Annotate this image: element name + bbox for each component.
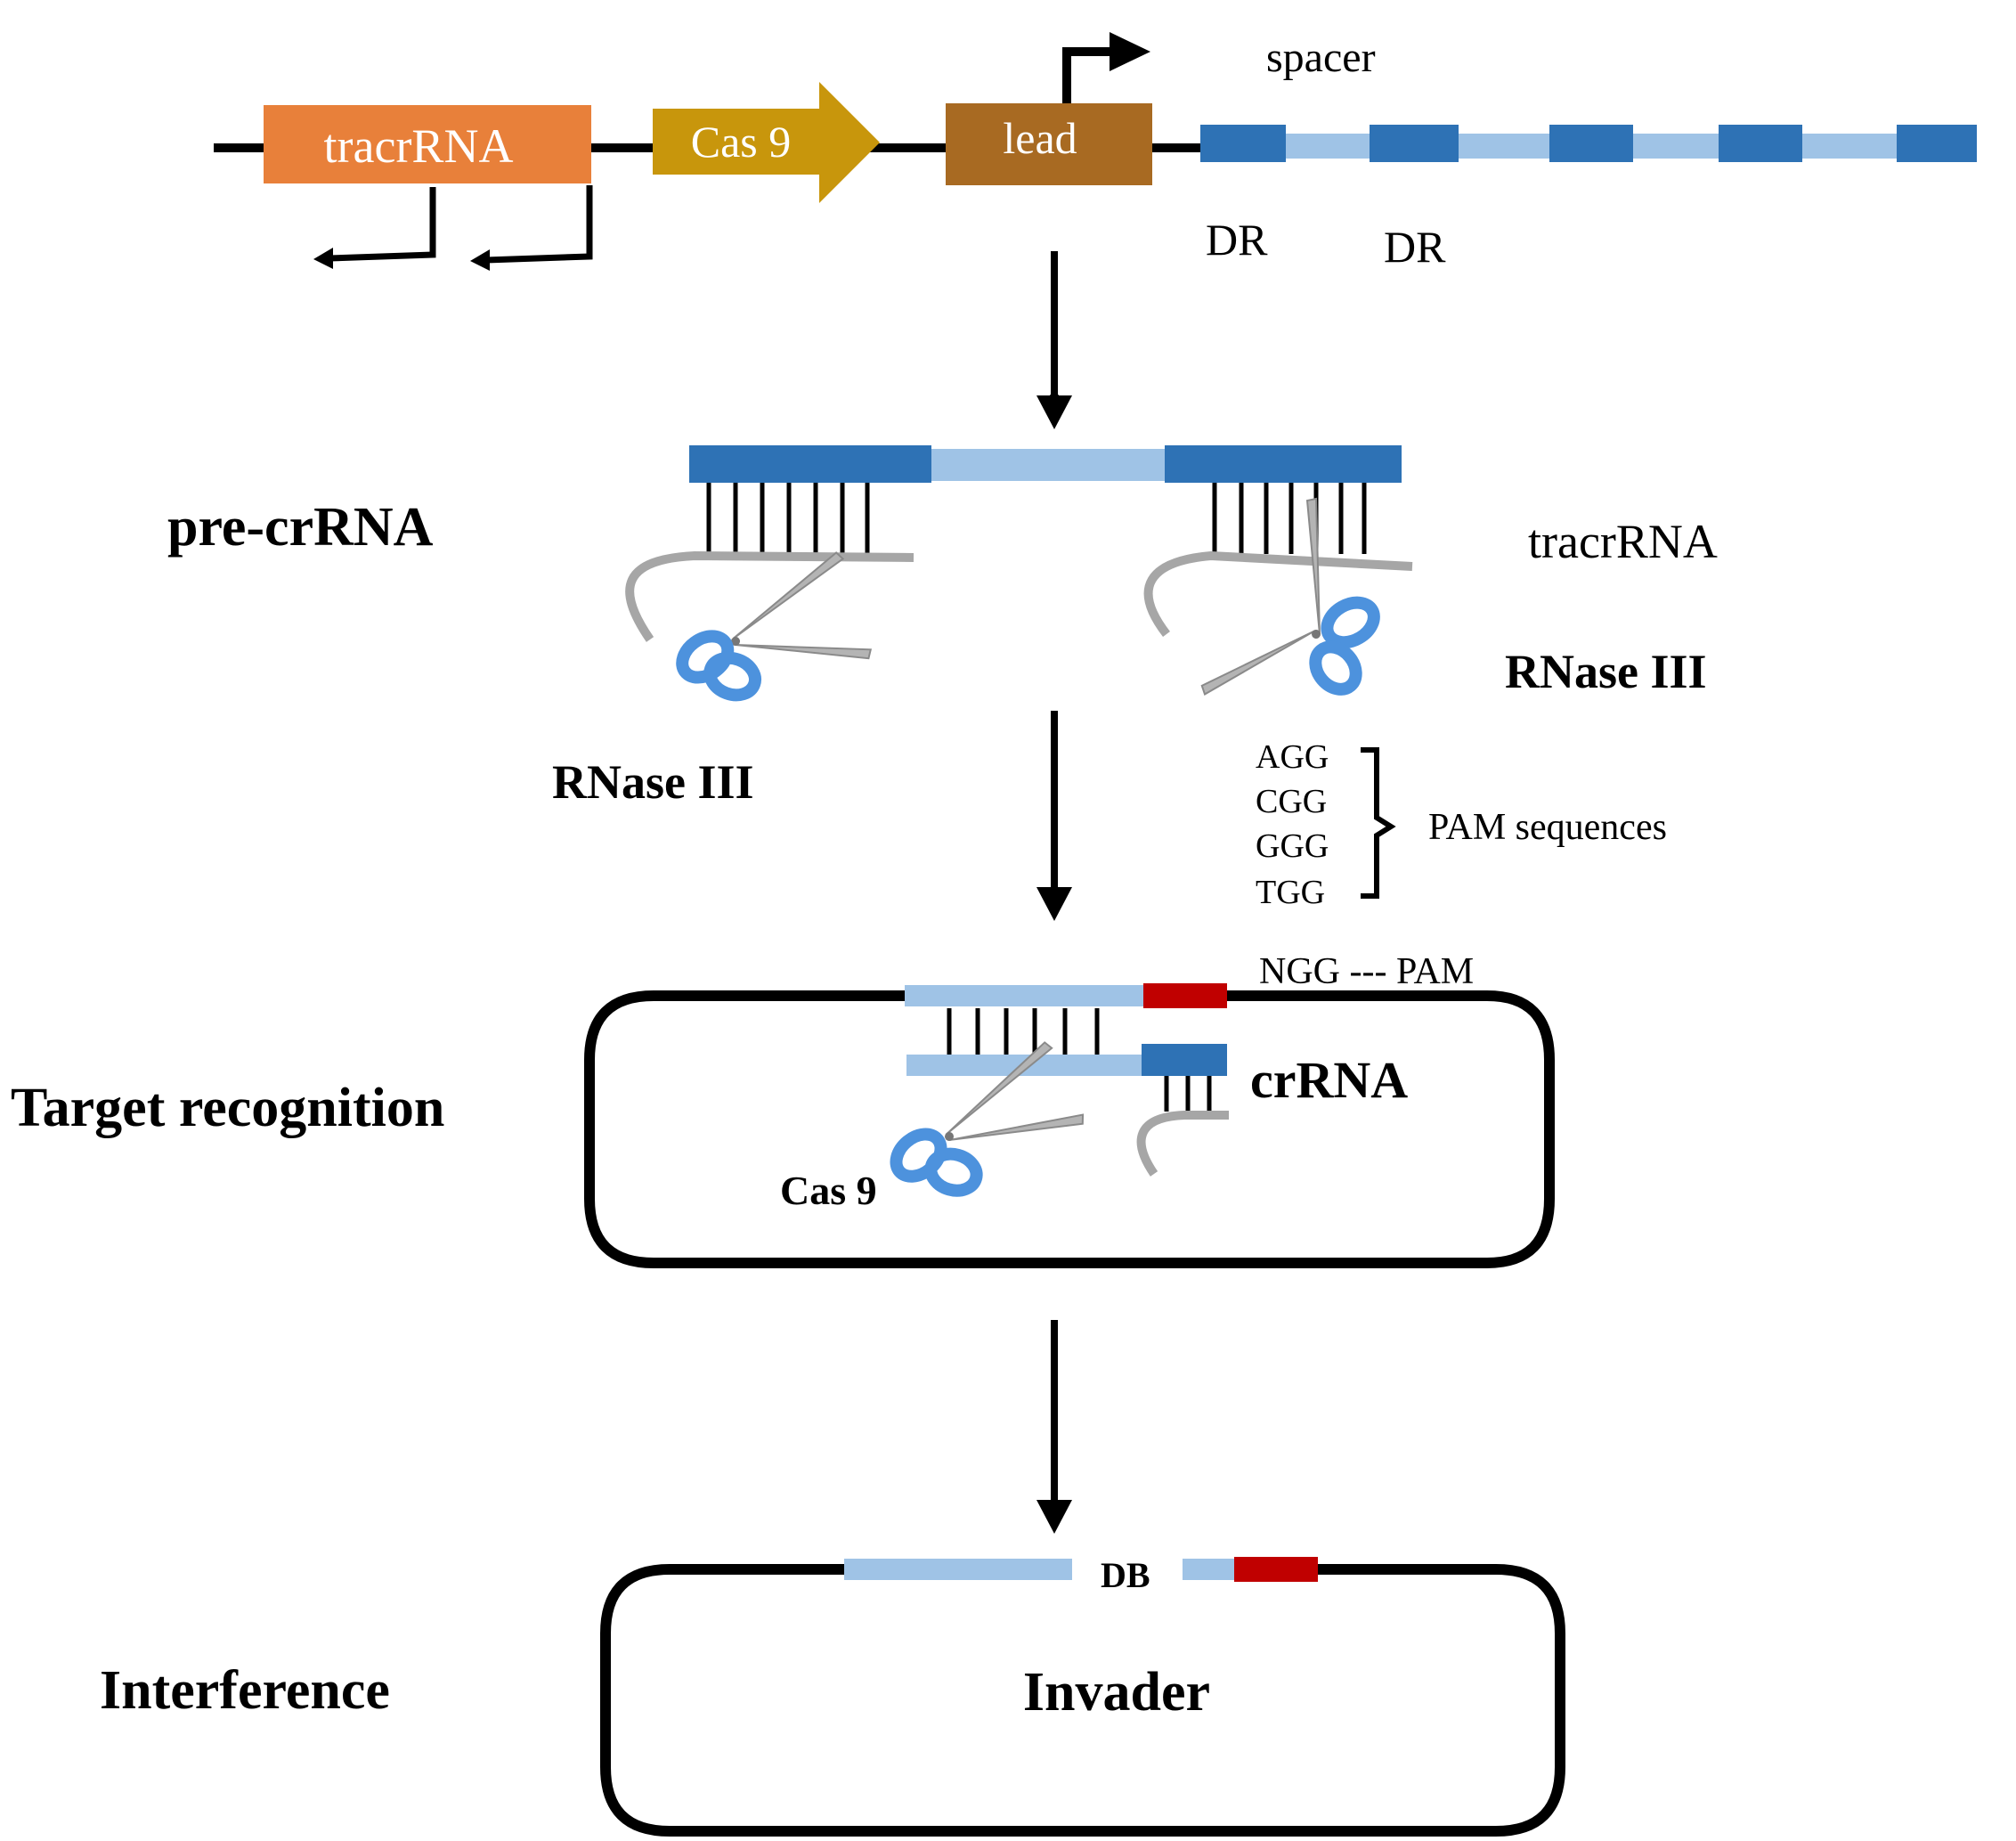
crispr-locus: tracrRNA Cas 9 lead spacer DR DR [214, 32, 1977, 272]
pre-crrna-spacer [931, 449, 1165, 481]
spacer-label: spacer [1266, 34, 1376, 81]
pam-sequences: AGG CGG GGG TGG PAM sequences NGG --- PA… [1256, 738, 1667, 992]
pam-group-label: PAM sequences [1428, 807, 1667, 848]
stage-label-interference: Interference [100, 1660, 390, 1721]
flow-arrows [1036, 251, 1072, 1534]
tracrrna-promoter-arrowhead [313, 248, 333, 269]
direct-repeat-segment [1897, 125, 1977, 162]
tracrrna-gene-box [264, 105, 591, 183]
stage-label-target-recognition: Target recognition [11, 1078, 444, 1138]
pre-crrna-repeat [689, 445, 931, 483]
direct-repeat-segment [1549, 125, 1633, 162]
leader-promoter-arrowhead [1110, 32, 1150, 71]
pam-site [1143, 983, 1227, 1008]
rnase-iii-label: RNase III [1505, 645, 1707, 698]
pam-sequence: AGG [1256, 738, 1329, 776]
spacer-segment [1802, 134, 1897, 159]
rnase-iii-label: RNase III [552, 755, 754, 809]
target-dna-protospacer [905, 985, 1143, 1006]
tracrrna-promoter-arrowhead [470, 249, 490, 271]
spacer-segment [1633, 134, 1719, 159]
cleaved-dna-left [844, 1559, 1072, 1580]
target-recognition-stage: Target recognition crRNA Cas [11, 983, 1555, 1268]
crrna-tracrrna-pairing [1164, 1076, 1212, 1112]
crrna-label: crRNA [1250, 1051, 1408, 1109]
cas9-gene-label: Cas 9 [691, 117, 792, 167]
base-pairing-left [706, 483, 870, 554]
tracrrna-strand [625, 550, 915, 642]
pam-sequence: CGG [1256, 783, 1327, 820]
flow-arrowhead [1036, 1500, 1072, 1534]
pam-sequence: TGG [1256, 874, 1325, 911]
tracrrna-promoter-arrow [485, 185, 593, 264]
target-plasmid-outline [584, 990, 1555, 1268]
crrna-repeat [1142, 1044, 1227, 1076]
ngg-pam-label: NGG --- PAM [1259, 951, 1474, 992]
tracrrna-strand [1136, 1111, 1229, 1177]
tracrrna-gene-label: tracrRNA [324, 119, 514, 173]
target-base-pairing [947, 1008, 1100, 1055]
pre-crrna-repeat [1165, 445, 1402, 483]
direct-repeat-segment [1370, 125, 1459, 162]
dr-label: DR [1384, 222, 1446, 272]
dr-label: DR [1206, 215, 1268, 265]
scissors-icon [1200, 497, 1380, 696]
cas9-gene-arrow [653, 82, 880, 203]
spacer-segment [1286, 134, 1370, 159]
scissors-icon [890, 1041, 1085, 1197]
pam-sequence: GGG [1256, 827, 1329, 865]
cleaved-dna-right [1183, 1559, 1234, 1580]
pre-crrna-stage: pre-crRNA [167, 445, 1718, 809]
scissors-icon [676, 551, 873, 702]
leader-promoter-arrow [1062, 47, 1113, 103]
invader-plasmid-outline [600, 1564, 1565, 1837]
direct-repeat-segment [1719, 125, 1802, 162]
leader-box [946, 103, 1152, 185]
leader-label: lead [1003, 113, 1077, 163]
pam-brace [1361, 747, 1396, 899]
pam-site [1234, 1557, 1318, 1582]
stage-label-pre-crrna: pre-crRNA [167, 497, 434, 558]
flow-arrowhead [1036, 887, 1072, 921]
cas9-protein-label: Cas 9 [780, 1168, 877, 1213]
interference-stage: Interference DB Invader [100, 1555, 1565, 1837]
tracrrna-label: tracrRNA [1528, 515, 1718, 568]
direct-repeat-segment [1200, 125, 1286, 162]
flow-arrowhead [1036, 395, 1072, 429]
tracrrna-strand [1143, 550, 1413, 638]
spacer-segment [1459, 134, 1549, 159]
invader-label: Invader [1023, 1662, 1210, 1723]
base-pairing-right [1212, 483, 1367, 554]
tracrrna-promoter-arrow [329, 187, 436, 262]
double-break-label: DB [1101, 1555, 1150, 1595]
